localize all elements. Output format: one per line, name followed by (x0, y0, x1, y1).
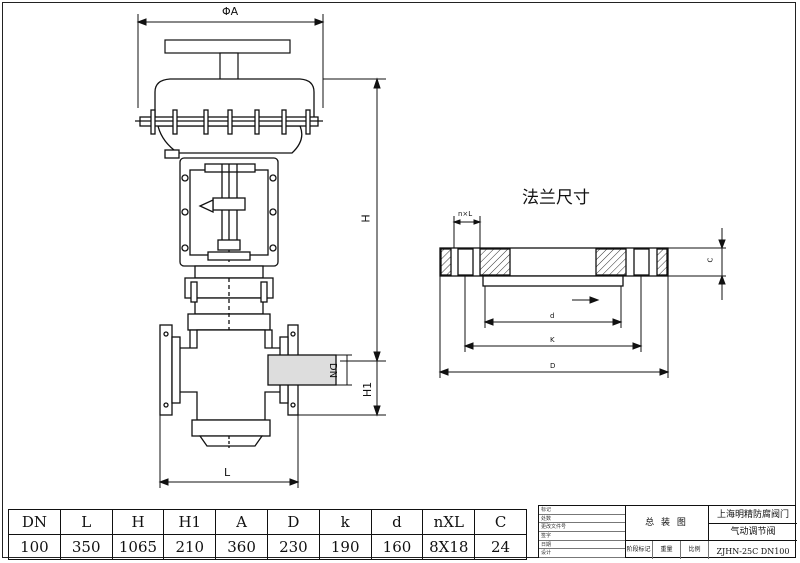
table-header-cell: C (474, 509, 527, 535)
table-cell: 230 (266, 534, 320, 560)
bonnet (184, 277, 274, 331)
table-header-cell: D (266, 509, 320, 535)
product-name: 气动调节阀 (709, 524, 797, 541)
table-cell: 8X18 (422, 534, 476, 560)
table-cell: 360 (215, 534, 268, 560)
table-header-cell: H1 (163, 509, 217, 535)
table-cell: 210 (163, 534, 217, 560)
revision-row: 处数 (539, 515, 625, 524)
revision-grid: 标记 处数 更改文件号 签字 日期 设计 (539, 506, 626, 559)
l-label: L (224, 466, 231, 479)
flange-section (439, 247, 669, 287)
h1-dimension (298, 361, 386, 417)
scale-cell: 比例 (681, 541, 709, 559)
revision-row: 签字 (539, 532, 625, 541)
company-name: 上海明精防腐阀门 (709, 506, 797, 524)
table-cell: 1065 (111, 534, 165, 560)
h-label: H (359, 214, 373, 223)
table-cell: 190 (318, 534, 372, 560)
h1-label: H1 (361, 381, 375, 398)
c-label: C (706, 257, 715, 263)
table-header-cell: k (318, 509, 372, 535)
yoke (179, 157, 279, 279)
table-cell: 160 (370, 534, 424, 560)
revision-row: 日期 (539, 541, 625, 550)
dn-dimension (336, 354, 352, 386)
scale-cell: 阶段标记 (625, 541, 653, 559)
flange-title: 法兰尺寸 (522, 188, 590, 208)
d-large-label: D (550, 362, 556, 370)
revision-row: 更改文件号 (539, 523, 625, 533)
title-block: 标记 处数 更改文件号 签字 日期 设计 总 装 图 阶段标记 重量 比例 上海… (538, 505, 797, 559)
k-label: K (550, 336, 555, 344)
table-cell: 24 (474, 534, 527, 560)
handwheel (164, 39, 291, 82)
diaphragm-actuator (135, 78, 323, 159)
drawing-name: 总 装 图 (625, 506, 709, 541)
table-header-row: DN L H H1 A D k d nXL C (8, 509, 527, 535)
phi-a-label: ΦA (222, 5, 239, 18)
d-small-label: d (550, 312, 555, 320)
revision-row: 标记 (539, 506, 625, 515)
table-row: 100 350 1065 210 360 230 190 160 8X18 24 (8, 534, 527, 560)
l-dimension (158, 415, 300, 488)
table-cell: 100 (8, 534, 61, 560)
revision-row: 设计 (539, 549, 625, 559)
table-header-cell: L (59, 509, 113, 535)
h-dimension (323, 77, 386, 363)
phi-a-dimension (136, 14, 325, 108)
table-header-cell: d (370, 509, 424, 535)
model-number: ZJHN-25C DN100 (716, 547, 790, 556)
flange-dimensions (438, 216, 726, 378)
scale-row: 阶段标记 重量 比例 (625, 541, 709, 559)
scale-cell: 重量 (653, 541, 681, 559)
parameters-table: DN L H H1 A D k d nXL C 100 350 1065 210… (8, 509, 527, 560)
table-header-cell: H (111, 509, 165, 535)
valve-body (159, 324, 337, 448)
dn-label: DN (327, 362, 339, 379)
nxl-label: n×L (458, 210, 473, 218)
table-header-cell: A (215, 509, 268, 535)
table-header-cell: DN (8, 509, 61, 535)
table-header-cell: nXL (422, 509, 476, 535)
table-cell: 350 (59, 534, 113, 560)
